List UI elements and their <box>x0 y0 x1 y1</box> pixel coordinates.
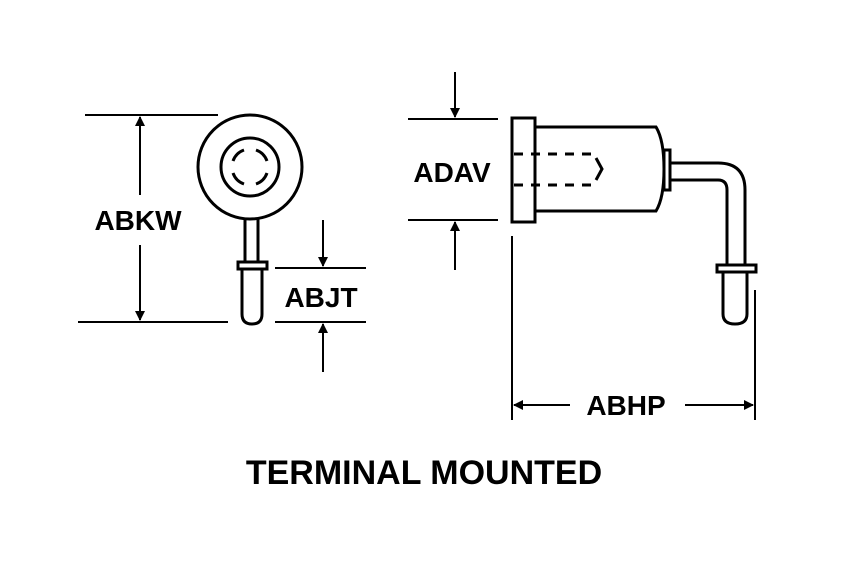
diagram-title: TERMINAL MOUNTED <box>246 454 602 492</box>
terminal-collar <box>236 260 269 271</box>
dimension-label-abkw: ABKW <box>94 205 182 236</box>
bent-lead <box>670 161 747 265</box>
terminal-tip <box>240 269 264 326</box>
dimension-abhp: ABHP <box>511 236 756 421</box>
flange <box>510 116 537 224</box>
socket-segments <box>231 148 269 186</box>
dimension-adav: ADAV <box>408 72 498 270</box>
side-view <box>510 116 758 326</box>
outer-ring <box>196 113 304 221</box>
dimension-abjt: ABJT <box>275 220 366 372</box>
hidden-lamp-outline <box>514 152 592 187</box>
dimension-label-abjt: ABJT <box>284 282 357 313</box>
stem <box>243 219 260 262</box>
hidden-lamp-end <box>594 157 604 181</box>
dimension-label-abhp: ABHP <box>586 390 665 421</box>
lead-tip <box>721 272 749 326</box>
end-cap <box>662 148 672 192</box>
dimension-label-adav: ADAV <box>413 157 491 188</box>
lead-collar <box>715 263 758 274</box>
dimension-abkw: ABKW <box>78 114 228 323</box>
inner-ring <box>219 136 281 198</box>
front-view <box>196 113 304 326</box>
body <box>535 125 666 213</box>
